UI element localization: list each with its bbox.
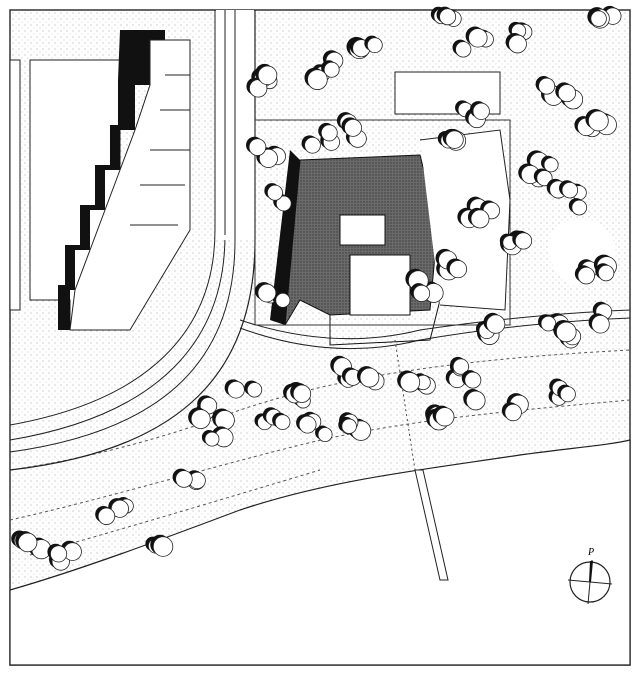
tree-icon — [344, 118, 362, 137]
tree-icon — [50, 545, 68, 563]
tree-icon — [555, 321, 577, 343]
tree-icon — [465, 390, 486, 411]
tree-icon — [412, 284, 431, 302]
housing-block — [69, 39, 191, 331]
tree-icon — [435, 407, 455, 427]
tree-icon — [323, 61, 340, 78]
terrace — [349, 254, 411, 316]
tree-icon — [472, 102, 490, 120]
tree-icon — [275, 195, 292, 212]
footpath — [239, 317, 631, 350]
footpath — [239, 309, 631, 340]
tree-icon — [514, 232, 533, 250]
tree-icon — [445, 130, 464, 149]
tree-icon — [175, 470, 193, 488]
tree-icon — [317, 427, 333, 442]
tree-icon — [486, 314, 506, 334]
tree-icon — [561, 181, 579, 199]
tree-icon — [359, 367, 380, 388]
tree-icon — [577, 266, 595, 285]
tree-icon — [274, 414, 291, 430]
tree-icon — [320, 124, 338, 142]
tree-icon — [536, 170, 553, 187]
tree-icon — [543, 157, 559, 173]
tree-icon — [452, 358, 470, 375]
tree-icon — [227, 380, 245, 399]
tree-icon — [559, 386, 576, 403]
tree-icon — [298, 415, 317, 434]
tree-icon — [504, 403, 522, 422]
tree-icon — [275, 292, 291, 308]
north-arrow-icon — [567, 559, 613, 605]
tree-icon — [152, 536, 174, 557]
path-to-pier — [394, 339, 416, 471]
tree-icon — [591, 314, 610, 334]
tree-icon — [97, 507, 116, 525]
tree-icon — [597, 264, 615, 282]
tree-icon — [292, 384, 312, 403]
tree-icon — [204, 431, 220, 447]
tree-icon — [257, 65, 278, 86]
housing-block-shadow — [58, 30, 165, 330]
tree-icon — [455, 41, 472, 58]
tree-icon — [110, 499, 129, 518]
tree-icon — [366, 37, 383, 54]
tree-icon — [258, 148, 278, 168]
road-edge — [9, 10, 216, 426]
tree-icon — [17, 532, 38, 553]
tree-icon — [571, 199, 588, 216]
tree-icon — [341, 418, 357, 434]
tree-icon — [590, 10, 607, 27]
tree-icon — [190, 409, 211, 429]
tree-icon — [304, 136, 321, 154]
tree-icon — [464, 371, 482, 389]
north-label: P — [587, 547, 594, 558]
courtyard — [339, 214, 386, 246]
tree-icon — [246, 382, 263, 398]
tree-icon — [307, 69, 328, 90]
shoreline — [9, 439, 631, 666]
tree-icon — [257, 283, 277, 303]
site-boundary — [254, 119, 511, 326]
pier — [414, 469, 449, 581]
tree-icon — [449, 260, 468, 279]
road-edge — [9, 10, 226, 441]
trees — [11, 5, 622, 571]
road-edge — [9, 10, 236, 453]
tree-icon — [439, 8, 457, 26]
terrace-edge — [329, 299, 441, 346]
tree-icon — [587, 110, 609, 132]
road-edge — [9, 10, 256, 471]
tree-icon — [557, 84, 576, 103]
tree-icon — [266, 184, 283, 201]
tree-icon — [399, 372, 421, 393]
tree-icon — [248, 138, 267, 156]
building-shadow — [270, 150, 300, 325]
tree-icon — [468, 28, 488, 48]
tree-icon — [470, 209, 490, 229]
tree-icon — [538, 77, 556, 95]
building-edge — [9, 59, 21, 311]
tree-icon — [508, 34, 527, 54]
